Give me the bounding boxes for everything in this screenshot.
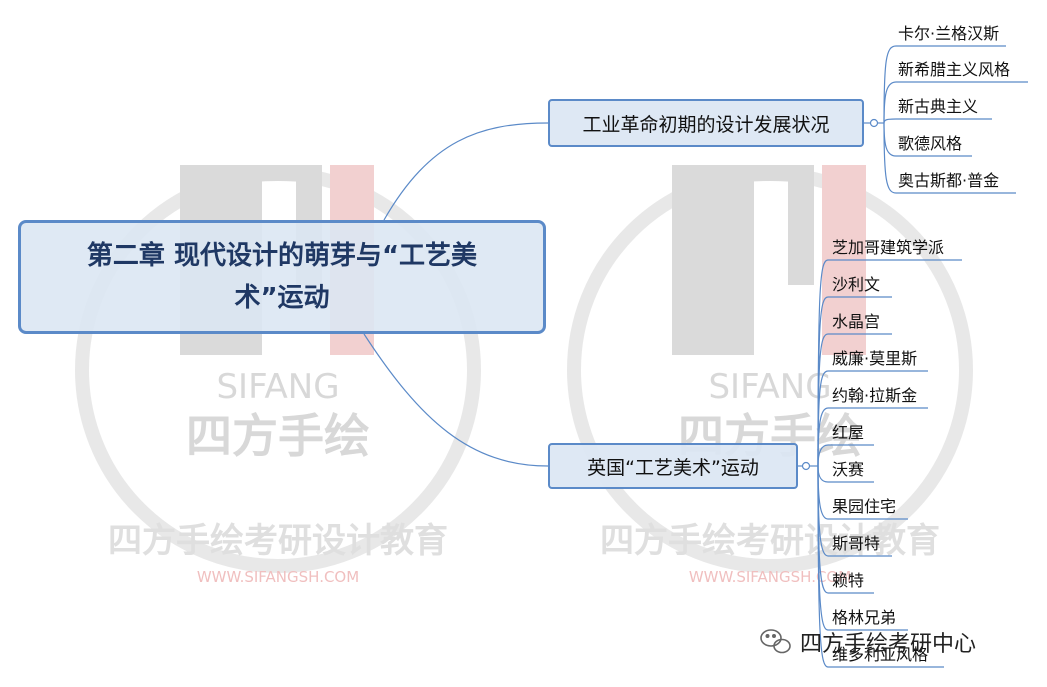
leaf-topic[interactable]: 沃赛 bbox=[832, 460, 865, 479]
connector-root-branch-2 bbox=[363, 333, 549, 467]
leaf-topic[interactable]: 新希腊主义风格 bbox=[898, 60, 1011, 79]
leaf-topic[interactable]: 斯哥特 bbox=[832, 534, 881, 553]
wechat-icon bbox=[760, 629, 791, 654]
watermark-slogan: 四方手绘考研设计教育 bbox=[600, 521, 940, 561]
branch-1-leaf-lines bbox=[864, 45, 1028, 194]
branch-2-leaf-lines bbox=[798, 259, 962, 668]
leaf-topic[interactable]: 歌德风格 bbox=[898, 134, 963, 153]
root-topic[interactable]: 第二章 现代设计的萌芽与“工艺美术”运动 bbox=[18, 220, 546, 334]
leaf-topic[interactable]: 芝加哥建筑学派 bbox=[832, 238, 945, 257]
root-topic-label: 第二章 现代设计的萌芽与“工艺美术”运动 bbox=[86, 241, 478, 313]
leaf-topic[interactable]: 赖特 bbox=[832, 571, 865, 590]
watermark-left: SIFANG 四方手绘 四方手绘考研设计教育 WWW.SIFANGSH.COM bbox=[75, 165, 481, 586]
branch-topic-1-label: 工业革命初期的设计发展状况 bbox=[582, 113, 830, 136]
leaf-topic[interactable]: 奥古斯都·普金 bbox=[898, 171, 1000, 190]
watermark-right: SIFANG 四方手绘 四方手绘考研设计教育 WWW.SIFANGSH.COM bbox=[567, 165, 973, 586]
leaf-topic[interactable]: 威廉·莫里斯 bbox=[832, 349, 918, 368]
branch-topic-2[interactable]: 英国“工艺美术”运动 bbox=[548, 443, 798, 489]
leaf-topic[interactable]: 沙利文 bbox=[832, 275, 881, 294]
leaf-topic[interactable]: 格林兄弟 bbox=[832, 608, 897, 627]
watermark-brand-en: SIFANG bbox=[216, 367, 339, 407]
leaf-topic[interactable]: 维多利亚风格 bbox=[832, 645, 929, 664]
branch-topic-2-label: 英国“工艺美术”运动 bbox=[587, 456, 759, 479]
leaf-topic[interactable]: 卡尔·兰格汉斯 bbox=[898, 24, 1000, 43]
leaf-topic[interactable]: 新古典主义 bbox=[898, 97, 979, 116]
branch-topic-1[interactable]: 工业革命初期的设计发展状况 bbox=[548, 99, 864, 147]
watermark-brand-cn: 四方手绘 bbox=[186, 409, 370, 463]
watermark-logo-block bbox=[788, 165, 814, 285]
watermark-brand-en: SIFANG bbox=[708, 367, 831, 407]
watermark-url: WWW.SIFANGSH.COM bbox=[197, 568, 359, 586]
watermark-url: WWW.SIFANGSH.COM bbox=[689, 568, 851, 586]
footer-brand: 四方手绘考研中心 bbox=[800, 626, 976, 658]
leaf-topic[interactable]: 约翰·拉斯金 bbox=[832, 386, 918, 405]
watermark-slogan: 四方手绘考研设计教育 bbox=[108, 521, 448, 561]
leaf-topic[interactable]: 水晶宫 bbox=[832, 312, 881, 331]
watermark-logo-block bbox=[672, 165, 754, 355]
connector-root-branch-1 bbox=[383, 122, 549, 221]
leaf-topic[interactable]: 红屋 bbox=[832, 423, 865, 442]
footer-brand-label: 四方手绘考研中心 bbox=[800, 632, 977, 657]
leaf-topic[interactable]: 果园住宅 bbox=[832, 497, 897, 516]
